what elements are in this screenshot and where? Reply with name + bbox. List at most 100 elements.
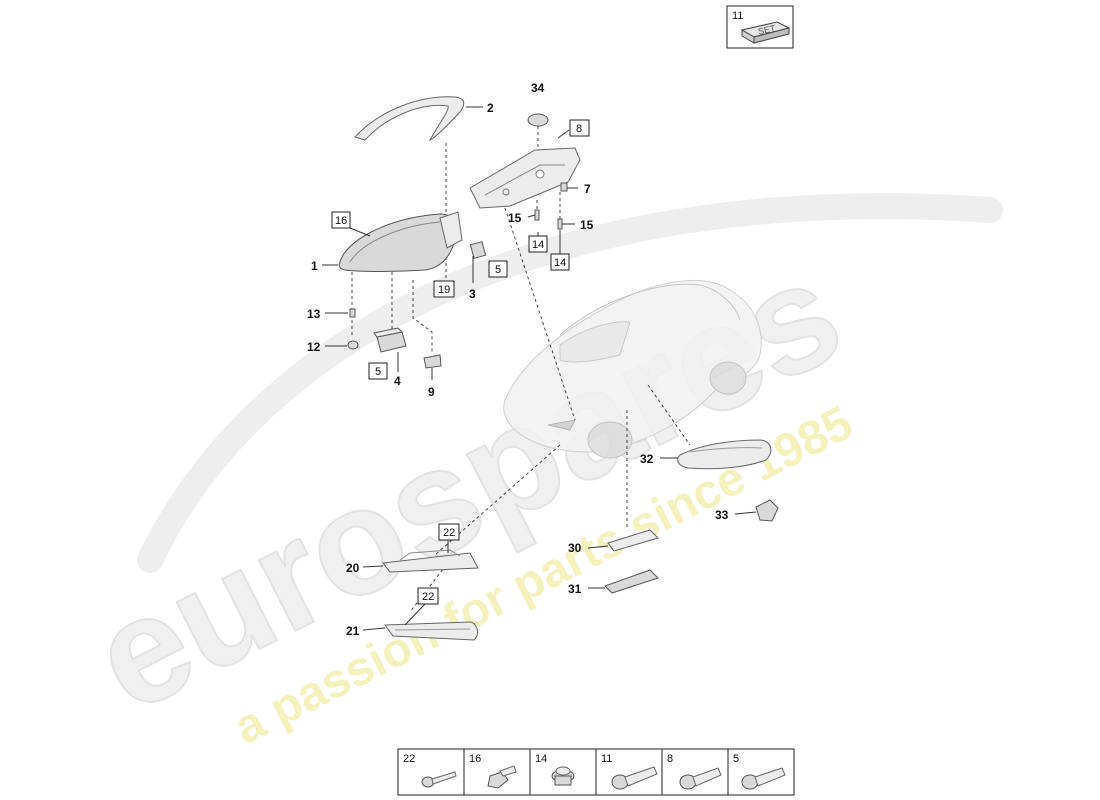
screw-part-15-left[interactable] (534, 209, 540, 221)
callout-19: 19 (438, 284, 450, 296)
vehicle-windshield (559, 321, 631, 363)
callout-9[interactable]: 9 (428, 385, 435, 399)
callout-15-left[interactable]: 15 (508, 211, 522, 225)
callout-22-lower-box[interactable] (417, 587, 439, 605)
callout-5-lower-box[interactable] (368, 362, 388, 380)
leader-line (527, 214, 536, 218)
fastener-22-icon[interactable] (421, 771, 457, 788)
housing-hole (535, 169, 545, 179)
mirror-indicator-detail (689, 447, 763, 453)
callout-33[interactable]: 33 (715, 508, 729, 522)
callout-5-upper-box[interactable] (488, 260, 508, 278)
watermark: eurospares a passion for parts since 198… (67, 193, 1003, 755)
stud-shank (499, 765, 517, 777)
control-module-top (373, 327, 404, 338)
boxed-callouts: 8 16 14 14 5 19 5 22 22 (331, 119, 590, 605)
callout-22-upper: 22 (443, 527, 455, 539)
vehicle-body (503, 279, 762, 453)
connector-part-33[interactable] (755, 499, 779, 522)
callout-5-upper: 5 (495, 264, 501, 276)
headlight-group (338, 96, 581, 369)
trim-strip-part[interactable] (354, 96, 465, 141)
callout-5-lower: 5 (375, 366, 381, 378)
screw-shank (431, 771, 457, 785)
callout-19-box[interactable] (433, 280, 455, 298)
connector-part-3[interactable] (469, 241, 487, 259)
callout-4[interactable]: 4 (394, 374, 401, 388)
leader-line (349, 227, 371, 237)
lamp-20-detail (399, 549, 461, 561)
set-box-number: 11 (732, 10, 743, 22)
callout-1[interactable]: 1 (311, 259, 318, 273)
fastener-16-label: 16 (469, 753, 481, 765)
leader-line (587, 545, 609, 549)
leader-line (734, 511, 757, 515)
callout-7[interactable]: 7 (584, 182, 591, 196)
callout-22-upper-box[interactable] (438, 523, 460, 541)
callout-21[interactable]: 21 (346, 624, 360, 638)
callout-16-box[interactable] (331, 211, 351, 229)
screw-part-15-right[interactable] (557, 218, 563, 230)
fastener-5-label: 5 (733, 753, 739, 765)
screw-part-13[interactable] (349, 308, 356, 318)
right-parts (604, 439, 779, 594)
vehicle-wheel-front (587, 421, 633, 459)
leader-line (404, 603, 426, 626)
callout-31[interactable]: 31 (568, 582, 582, 596)
callout-22-lower: 22 (422, 591, 434, 603)
vehicle-roof (559, 283, 741, 336)
leader-dash (647, 384, 691, 446)
fastener-8-label: 8 (667, 753, 673, 765)
headlight-bracket (439, 211, 463, 249)
fastener-11-label: 11 (601, 753, 612, 765)
callout-20[interactable]: 20 (346, 561, 360, 575)
fastener-5-icon[interactable] (741, 767, 786, 790)
callout-14-left: 14 (532, 239, 544, 251)
side-marker-part-30[interactable] (607, 529, 659, 552)
callout-13[interactable]: 13 (307, 307, 321, 321)
callout-14-left-box[interactable] (528, 235, 548, 253)
side-marker-part-31[interactable] (604, 569, 659, 594)
leader-line (557, 129, 570, 139)
fastener-14-icon[interactable] (551, 766, 575, 786)
callout-8-box[interactable] (569, 119, 590, 137)
fastener-16-icon[interactable] (487, 765, 517, 789)
cap-part-9[interactable] (423, 354, 442, 369)
callout-12[interactable]: 12 (307, 340, 321, 354)
set-package-front (753, 27, 790, 44)
vehicle-headlight (547, 419, 576, 431)
bolt-part-7[interactable] (560, 182, 568, 192)
lamp-part-20[interactable] (382, 552, 479, 573)
callout-15-right[interactable]: 15 (580, 218, 594, 232)
headlight-part[interactable] (338, 213, 458, 272)
callout-32[interactable]: 32 (640, 452, 654, 466)
callout-16: 16 (335, 215, 347, 227)
vehicle-illustration (503, 279, 762, 459)
callout-8: 8 (576, 123, 582, 135)
fastener-8-icon[interactable] (679, 767, 722, 790)
grommet-part-34[interactable] (527, 113, 549, 127)
callout-30[interactable]: 30 (568, 541, 582, 555)
headlight-lens-edge (349, 221, 441, 263)
fastener-14-label: 14 (535, 753, 547, 765)
callout-3[interactable]: 3 (469, 287, 476, 301)
fastener-11-icon[interactable] (611, 766, 658, 790)
bolt-shank (692, 767, 722, 787)
leader-dash (504, 207, 576, 421)
leader-dash (409, 559, 451, 613)
callout-2[interactable]: 2 (487, 101, 494, 115)
housing-detail (484, 164, 565, 196)
callout-34[interactable]: 34 (531, 81, 545, 95)
nut-top (555, 766, 571, 776)
fastener-table: 22 16 14 11 8 5 (397, 748, 795, 796)
housing-hole (502, 188, 510, 196)
nut-part-12[interactable] (347, 340, 359, 350)
set-box[interactable]: 11 SET (726, 5, 794, 49)
housing-carrier-part[interactable] (469, 147, 581, 209)
vehicle-wheel-rear (709, 361, 747, 395)
bolt-shank (624, 766, 658, 787)
callout-14-right-box[interactable] (550, 253, 570, 271)
lamp-part-21[interactable] (384, 621, 478, 641)
fastener-22-label: 22 (403, 753, 415, 765)
